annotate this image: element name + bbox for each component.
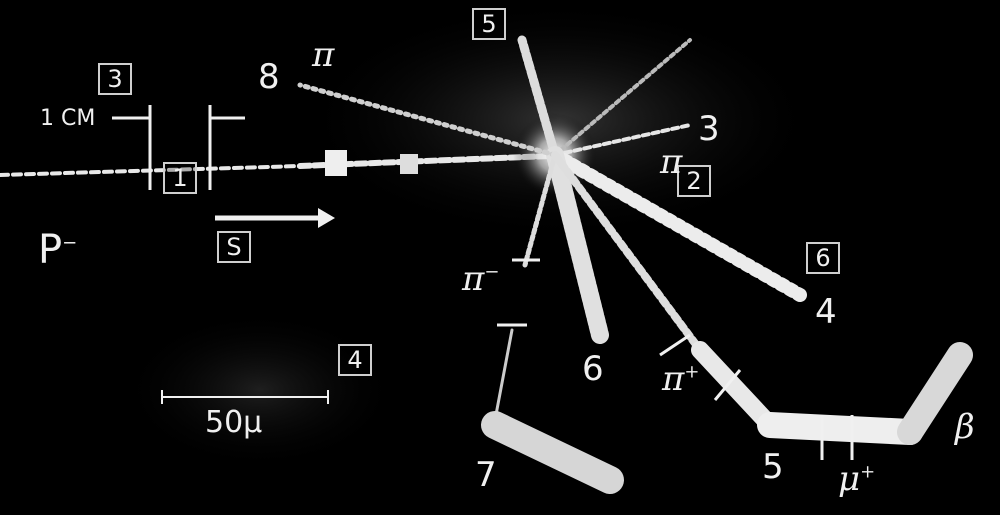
- star-prongs: [297, 35, 973, 494]
- marker-box-1: 1: [163, 162, 197, 194]
- haze-lower: [120, 310, 400, 470]
- scale-1cm-label: 1 CM: [40, 106, 96, 131]
- beta-label: β: [955, 407, 975, 447]
- track-number-3: 3: [698, 109, 720, 149]
- pion-label-right: π: [660, 142, 683, 182]
- direction-box-s: S: [217, 231, 251, 263]
- marker-box-3: 3: [98, 63, 132, 95]
- pi-plus-sup: +: [684, 361, 700, 383]
- pi-plus-main: π: [662, 359, 685, 399]
- pi-minus-label: π−: [462, 262, 499, 296]
- pion-label-top: π: [312, 35, 335, 75]
- incoming-particle-label: P−: [38, 230, 77, 270]
- track-number-4: 4: [815, 292, 837, 332]
- track-number-8: 8: [258, 57, 280, 97]
- scale-50mu-label: 50μ: [205, 405, 263, 440]
- pi-plus-label: π+: [662, 362, 699, 396]
- marker-box-4: 4: [338, 344, 372, 376]
- pi-minus-main: π: [462, 259, 485, 299]
- scale-markers: [112, 105, 854, 460]
- marker-box-2: 2: [677, 165, 711, 197]
- track-number-5: 5: [762, 447, 784, 487]
- mu-plus-sup: +: [860, 461, 876, 483]
- marker-box-5: 5: [472, 8, 506, 40]
- track-number-6: 6: [582, 349, 604, 389]
- incoming-particle-sup: −: [62, 232, 78, 254]
- pi-minus-sup: −: [484, 261, 500, 283]
- mu-plus-label: μ+: [838, 462, 875, 496]
- marker-box-6: 6: [806, 242, 840, 274]
- track-number-7: 7: [475, 455, 497, 495]
- incoming-particle-main: P: [38, 227, 63, 273]
- mu-plus-main: μ: [838, 459, 861, 499]
